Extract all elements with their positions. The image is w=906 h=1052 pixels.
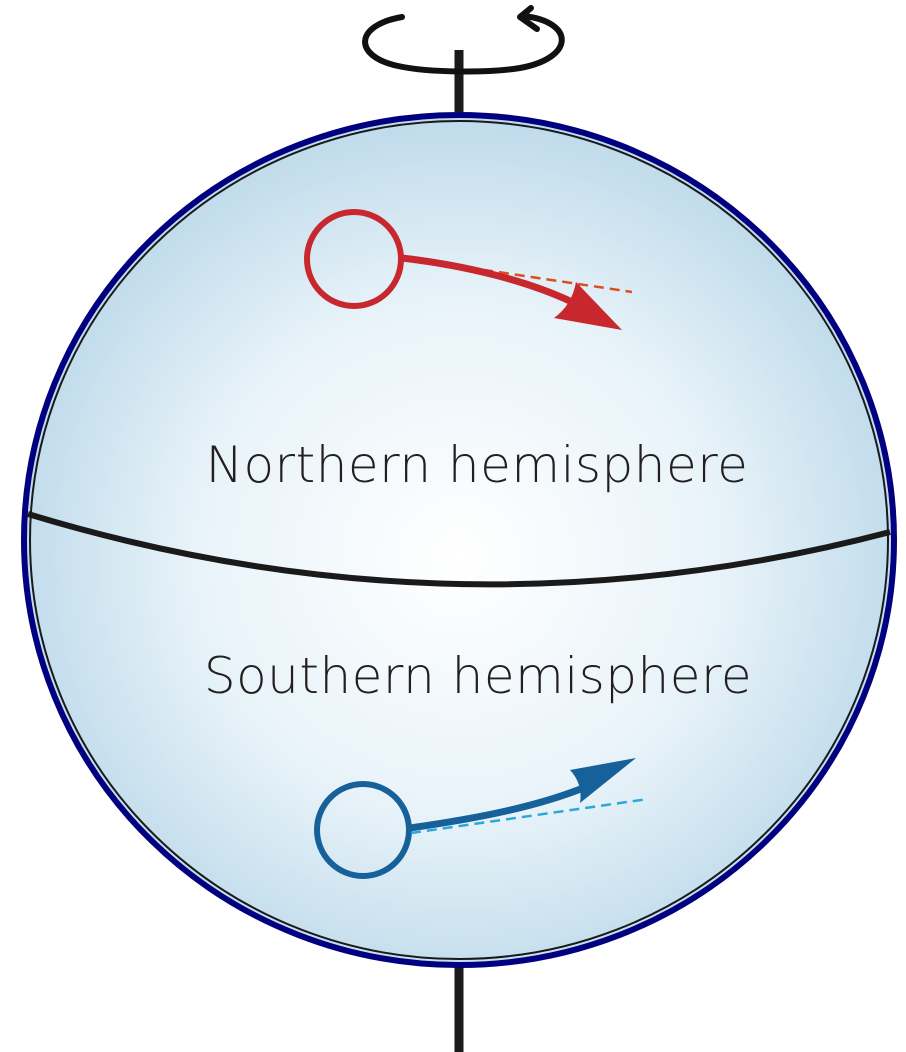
- south-reference-line: [410, 797, 649, 835]
- northern-deflection: [304, 209, 633, 330]
- earth-sphere: [21, 112, 897, 968]
- south-arrowhead-icon: [570, 758, 636, 803]
- equator-line: [27, 511, 891, 588]
- southern-hemisphere-label: Southern hemisphere: [204, 647, 752, 705]
- south-parcel-circle: [314, 781, 412, 879]
- north-parcel-circle: [304, 209, 404, 309]
- southern-deflection: [314, 758, 649, 879]
- northern-hemisphere-label: Northern hemisphere: [206, 436, 749, 494]
- earth-sphere-inner-outline: [29, 120, 889, 960]
- south-deflected-path: [409, 782, 590, 832]
- north-deflected-path: [401, 254, 574, 306]
- north-arrowhead-icon: [554, 282, 622, 330]
- rotation-arrow-icon: [362, 5, 565, 75]
